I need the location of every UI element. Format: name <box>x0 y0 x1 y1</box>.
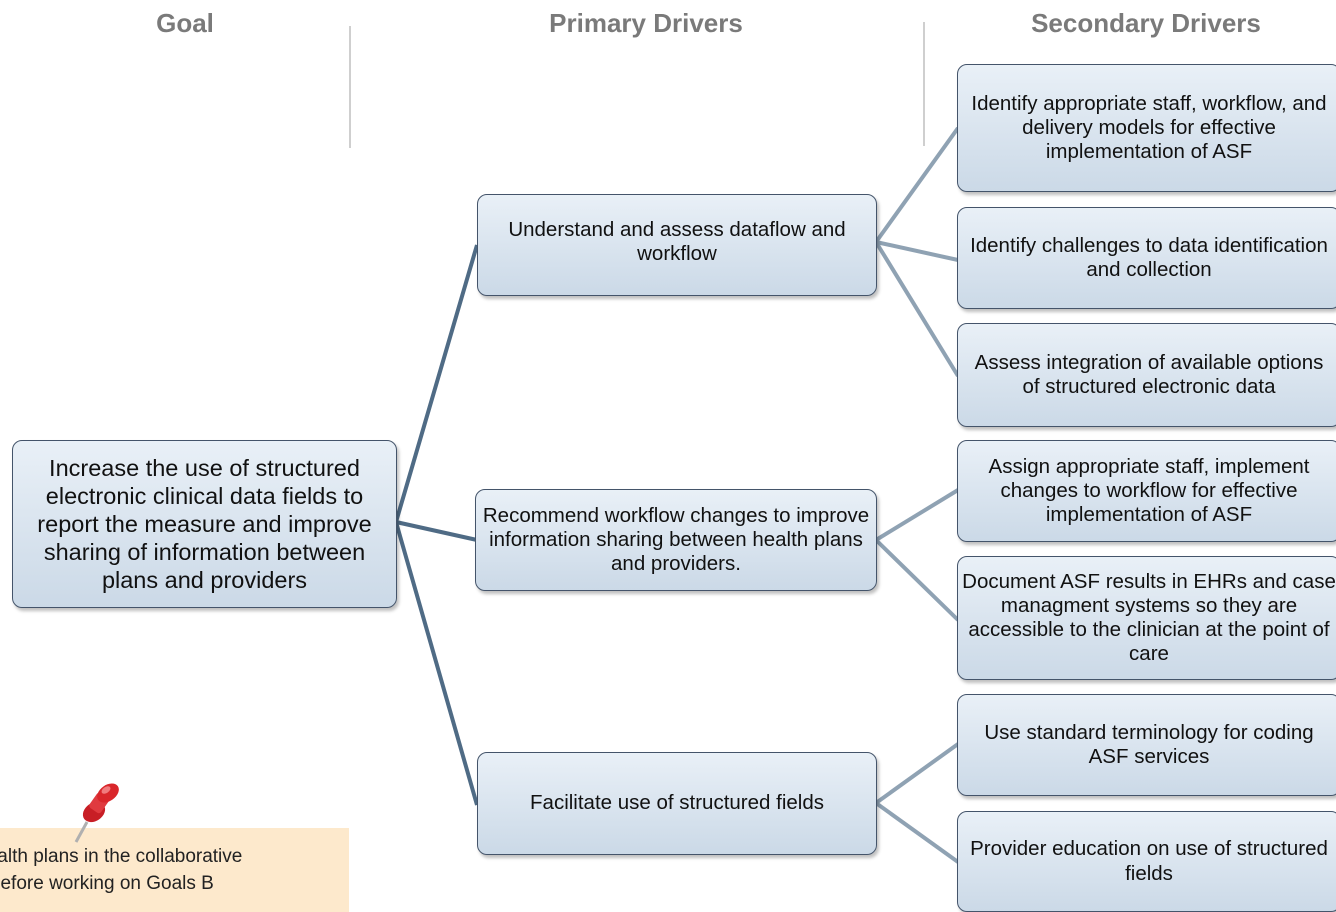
connector-p3-s6 <box>874 742 960 805</box>
sticky-note: ur health plans in the collaborative al … <box>0 828 349 912</box>
connector-p3-s7 <box>874 801 960 864</box>
secondary-driver-4: Assign appropriate staff, implement chan… <box>957 440 1336 542</box>
secondary-driver-7: Provider education on use of structured … <box>957 811 1336 912</box>
column-divider-1 <box>349 26 351 148</box>
connector-p1-s1 <box>874 126 960 244</box>
secondary-driver-2: Identify challenges to data identificati… <box>957 207 1336 309</box>
primary-driver-1: Understand and assess dataflow and workf… <box>477 194 877 296</box>
header-secondary-drivers: Secondary Drivers <box>1031 8 1261 38</box>
pushpin-icon <box>70 780 126 851</box>
secondary-driver-1: Identify appropriate staff, workflow, an… <box>957 64 1336 192</box>
primary-driver-2: Recommend workflow changes to improve in… <box>475 489 877 591</box>
connector-p1-s3 <box>874 240 960 378</box>
connector-goal-primary-3 <box>394 521 479 806</box>
header-goal: Goal <box>156 8 214 38</box>
note-line-2: al A before working on Goals B <box>0 872 214 894</box>
connector-goal-primary-1 <box>394 244 479 523</box>
secondary-driver-5: Document ASF results in EHRs and case ma… <box>957 556 1336 680</box>
header-primary-drivers: Primary Drivers <box>549 8 743 38</box>
connector-goal-primary-2 <box>395 520 478 542</box>
connector-p2-s4 <box>874 488 960 542</box>
connector-p1-s2 <box>875 240 959 262</box>
primary-driver-3: Facilitate use of structured fields <box>477 752 877 855</box>
goal-to-primary-connectors <box>394 244 479 806</box>
secondary-driver-3: Assess integration of available options … <box>957 323 1336 427</box>
note-line-1: ur health plans in the collaborative <box>0 846 243 867</box>
connector-p2-s5 <box>874 538 960 622</box>
column-divider-2 <box>923 22 925 146</box>
secondary-driver-6: Use standard terminology for coding ASF … <box>957 694 1336 796</box>
goal-box: Increase the use of structured electroni… <box>12 440 397 608</box>
primary-to-secondary-connectors <box>874 126 960 864</box>
